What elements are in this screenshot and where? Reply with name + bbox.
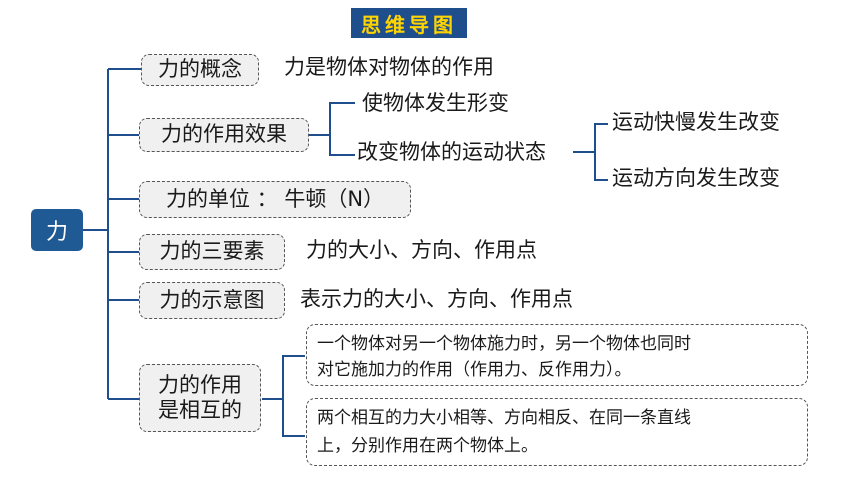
elements-desc: 力的大小、方向、作用点 [306, 238, 537, 262]
connector-mutual-bracket [282, 355, 305, 437]
node-elements: 力的三要素 [139, 234, 285, 270]
diagram-desc: 表示力的大小、方向、作用点 [300, 287, 573, 311]
connector-effect-bracket [329, 102, 355, 156]
note2-line1: 两个相互的力大小相等、方向相反、在同一条直线 [317, 408, 691, 428]
node-effect: 力的作用效果 [139, 118, 309, 152]
page-title: 思维导图 [351, 8, 467, 38]
motion-speed: 运动快慢发生改变 [612, 110, 780, 134]
node-mutual: 力的作用 是相互的 [139, 364, 261, 432]
mutual-label-line2: 是相互的 [158, 398, 242, 422]
note2-line2: 上，分别作用在两个物体上。 [317, 436, 538, 456]
root-node: 力 [31, 209, 83, 251]
mutual-label-line1: 力的作用 [158, 372, 242, 397]
note1-line1: 一个物体对另一个物体施力时，另一个物体也同时 [317, 334, 691, 354]
node-unit: 力的单位 ： 牛顿（N） [139, 181, 411, 218]
effect-deform: 使物体发生形变 [362, 91, 509, 115]
connector-motion-bracket [594, 123, 608, 181]
motion-direction: 运动方向发生改变 [612, 166, 780, 190]
node-concept: 力的概念 [141, 54, 259, 86]
note-equal-opposite: 两个相互的力大小相等、方向相反、在同一条直线 上，分别作用在两个物体上。 [306, 398, 808, 466]
effect-motion: 改变物体的运动状态 [357, 140, 546, 164]
concept-desc: 力是物体对物体的作用 [284, 55, 494, 79]
node-diagram: 力的示意图 [139, 282, 285, 319]
note-action-reaction: 一个物体对另一个物体施力时，另一个物体也同时 对它施加力的作用（作用力、反作用力… [306, 324, 808, 386]
note1-line2: 对它施加力的作用（作用力、反作用力）。 [317, 360, 632, 380]
